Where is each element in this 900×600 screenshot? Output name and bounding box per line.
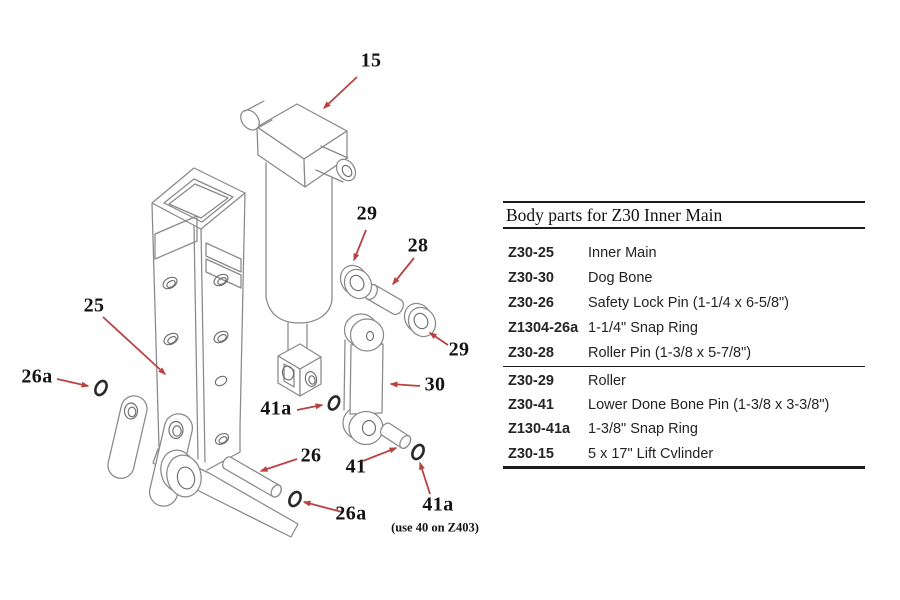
- callout-26a-lower: 26a: [335, 502, 367, 525]
- part-number: Z30-26: [508, 294, 554, 311]
- callout-26a-left: 26a: [21, 365, 53, 388]
- callout-29-top: 29: [356, 202, 378, 225]
- leader-arrow-26a-left: [56, 378, 90, 388]
- callout-41: 41: [345, 455, 367, 478]
- inner-main-drawing: [107, 167, 299, 538]
- part-description: 1-1/4" Snap Ring: [588, 320, 698, 337]
- bottom-bracket-drawing: [107, 395, 299, 538]
- part-number: Z30-28: [508, 345, 554, 362]
- part-description: 1-3/8" Snap Ring: [588, 421, 698, 438]
- table-row: Z30-25 Inner Main: [503, 240, 865, 265]
- parts-table-group-b: Z30-29 Roller Z30-41 Lower Done Bone Pin…: [503, 367, 865, 466]
- part-number: Z130-41a: [508, 421, 571, 438]
- table-row: Z30-26 Safety Lock Pin (1-1/4 x 6-5/8"): [503, 290, 865, 315]
- table-row: Z30-28 Roller Pin (1-3/8 x 5-7/8"): [503, 341, 865, 366]
- part-number: Z30-41: [508, 397, 554, 414]
- leader-arrow-26a-lower: [302, 500, 343, 513]
- roller-29-right-drawing: [403, 302, 437, 338]
- callout-26: 26: [300, 444, 322, 467]
- safety-lock-pin-26-drawing: [222, 456, 282, 498]
- leader-arrow-26: [259, 458, 298, 472]
- leader-arrow-29-top: [353, 229, 367, 262]
- leader-arrow-29-right: [428, 332, 449, 346]
- part-description: Lower Done Bone Pin (1-3/8 x 3-3/8"): [588, 397, 830, 414]
- part-number: Z30-25: [508, 244, 554, 261]
- leader-arrows: [56, 76, 449, 513]
- callout-41a-upper: 41a: [260, 397, 292, 420]
- callout-note: (use 40 on Z403): [391, 520, 479, 535]
- callout-25: 25: [83, 294, 105, 317]
- part-number: Z1304-26a: [508, 320, 579, 337]
- callout-30: 30: [424, 373, 446, 396]
- part-description: Safety Lock Pin (1-1/4 x 6-5/8"): [588, 294, 789, 311]
- leader-arrow-41a-lower: [419, 461, 431, 495]
- table-row: Z1304-26a 1-1/4" Snap Ring: [503, 316, 865, 341]
- leader-arrow-28: [392, 257, 415, 286]
- part-description: Roller: [588, 373, 626, 390]
- snap-ring-41a-upper-drawing: [327, 395, 341, 411]
- table-row: Z30-29 Roller: [503, 369, 865, 393]
- table-row: Z30-41 Lower Done Bone Pin (1-3/8 x 3-3/…: [503, 393, 865, 417]
- callout-29-right: 29: [448, 338, 470, 361]
- snap-ring-26a-lower-drawing: [288, 490, 302, 508]
- parts-table-title: Body parts for Z30 Inner Main: [503, 203, 865, 229]
- part-description: Inner Main: [588, 244, 657, 261]
- table-row: Z30-15 5 x 17" Lift Cvlinder: [503, 442, 865, 466]
- lift-cylinder-drawing: [240, 100, 357, 397]
- leader-arrow-30: [389, 381, 421, 388]
- parts-table-group-a: Z30-25 Inner Main Z30-30 Dog Bone Z30-26…: [503, 229, 865, 367]
- dog-bone-30-drawing: [342, 313, 385, 446]
- part-number: Z30-29: [508, 373, 554, 390]
- leader-arrow-41: [362, 447, 398, 462]
- callout-41a-lower: 41a: [422, 493, 454, 516]
- part-description: 5 x 17" Lift Cvlinder: [588, 445, 714, 462]
- parts-table: Body parts for Z30 Inner Main Z30-25 Inn…: [503, 201, 865, 469]
- part-number: Z30-15: [508, 445, 554, 462]
- part-description: Roller Pin (1-3/8 x 5-7/8"): [588, 345, 752, 362]
- callout-15: 15: [360, 49, 382, 72]
- part-description: Dog Bone: [588, 269, 653, 286]
- snap-ring-41a-lower-drawing: [411, 443, 425, 461]
- pin-41-drawing: [380, 422, 412, 449]
- leader-arrow-41a-upper: [296, 403, 324, 411]
- leader-arrow-15: [322, 76, 358, 110]
- callout-28: 28: [407, 234, 429, 257]
- table-row: Z130-41a 1-3/8" Snap Ring: [503, 417, 865, 441]
- snap-ring-26a-left-drawing: [94, 379, 108, 397]
- part-number: Z30-30: [508, 269, 554, 286]
- leader-arrow-25: [102, 316, 167, 376]
- roller-29-top-drawing: [339, 264, 373, 300]
- table-row: Z30-30 Dog Bone: [503, 265, 865, 290]
